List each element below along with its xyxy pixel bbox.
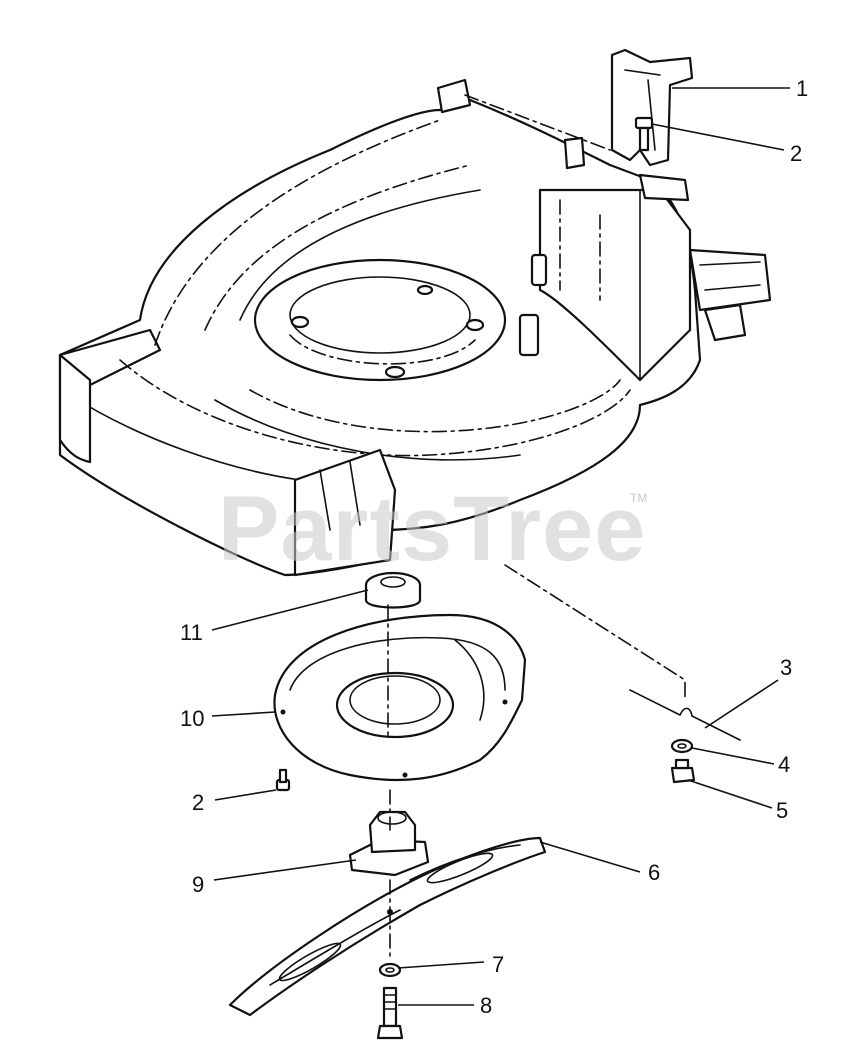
callout-2-lower: 2 [192, 790, 204, 815]
callout-9: 9 [192, 872, 204, 897]
callout-6: 6 [648, 860, 660, 885]
callout-11: 11 [180, 620, 203, 645]
callout-2-upper: 2 [790, 141, 802, 166]
blade-washer [378, 962, 402, 978]
hex-nut [670, 758, 696, 784]
watermark-trademark: TM [630, 491, 647, 505]
lock-washer [670, 738, 694, 754]
wire-spring [629, 689, 741, 741]
callout-7: 7 [492, 952, 504, 977]
watermark-text: PartsTree [218, 478, 646, 580]
bearing [364, 571, 422, 609]
baffle-screw [275, 768, 291, 792]
callout-4: 4 [778, 752, 790, 777]
leader-lines [211, 87, 790, 1006]
blade-bolt [376, 986, 404, 1040]
blade-baffle [273, 613, 527, 782]
callout-10: 10 [180, 706, 204, 731]
callout-1: 1 [796, 76, 808, 101]
callout-8: 8 [480, 993, 492, 1018]
height-adjust-bracket [610, 48, 694, 167]
callout-5: 5 [776, 798, 788, 823]
blade-adapter [348, 810, 430, 877]
mower-blade [228, 836, 547, 1017]
wire-guide-line [504, 564, 686, 701]
bracket-bolt [634, 116, 654, 152]
mower-deck-housing [58, 78, 772, 577]
callout-3: 3 [780, 655, 792, 680]
